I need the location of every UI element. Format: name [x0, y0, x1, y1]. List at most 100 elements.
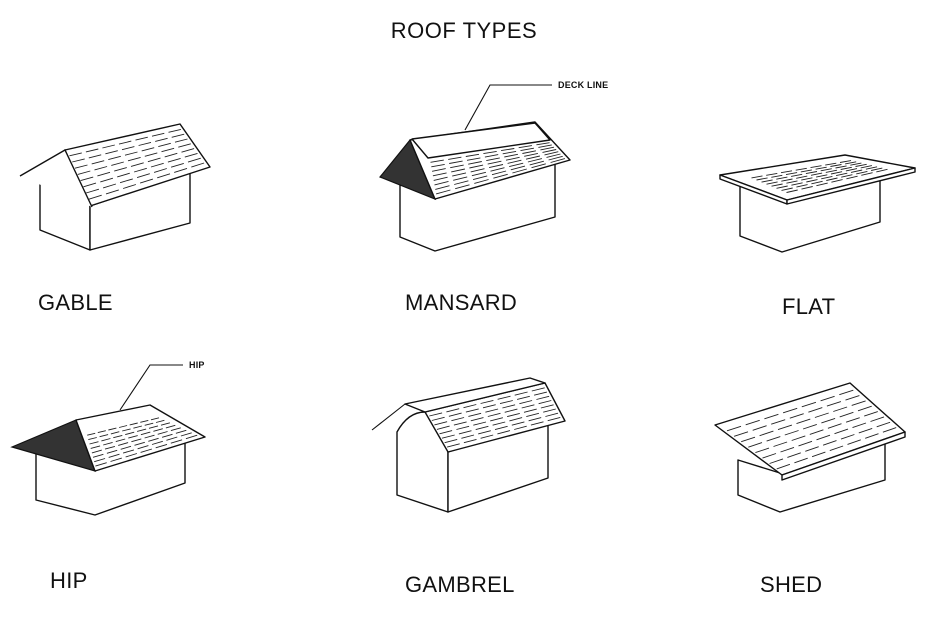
- shingle-course-mark: [482, 404, 496, 409]
- shingle-course-mark: [777, 424, 793, 431]
- shingle-course-mark: [801, 186, 813, 190]
- deck-line-callout: DECK LINE: [558, 80, 609, 90]
- shingle-course-mark: [538, 400, 552, 405]
- shingle-course-mark: [547, 416, 561, 422]
- shingle-course-mark: [766, 181, 778, 185]
- shingle-course-mark: [816, 434, 831, 441]
- shingle-course-mark: [127, 156, 141, 162]
- shingle-course-mark: [148, 437, 159, 442]
- shingle-course-mark: [543, 408, 556, 413]
- shingle-course-mark: [150, 417, 160, 421]
- shingle-course-mark: [511, 421, 525, 426]
- shingle-course-mark: [856, 170, 868, 175]
- shingle-course-mark: [475, 425, 489, 431]
- shingle-course-mark: [480, 434, 494, 439]
- shingle-course-mark: [170, 162, 184, 168]
- shingle-course-mark: [791, 173, 803, 177]
- flat-label: FLAT: [782, 294, 836, 319]
- shingle-course-mark: [105, 189, 119, 195]
- shingle-course-mark: [847, 439, 861, 445]
- shingle-course-mark: [876, 168, 888, 173]
- shingle-course-mark: [463, 438, 477, 444]
- shingle-course-mark: [90, 445, 101, 449]
- shingle-course-mark: [791, 182, 803, 186]
- shingle-course-mark: [858, 427, 873, 434]
- shingle-course-mark: [512, 168, 527, 174]
- shingle-course-mark: [108, 155, 121, 161]
- shingle-course-mark: [773, 441, 788, 447]
- shingle-course-mark: [469, 164, 484, 169]
- shingle-course-mark: [756, 177, 768, 181]
- shingle-course-mark: [759, 430, 774, 437]
- shingle-course-mark: [110, 457, 122, 462]
- shingle-course-mark: [125, 453, 138, 458]
- shingle-course-mark: [103, 441, 113, 446]
- shingle-course-mark: [490, 417, 504, 422]
- shingle-course-mark: [161, 147, 175, 153]
- shingle-course-mark: [77, 170, 91, 175]
- shingle-course-mark: [484, 154, 499, 158]
- shingle-course-mark: [121, 146, 135, 151]
- shingle-course-mark: [504, 153, 518, 158]
- shingle-course-mark: [789, 413, 804, 419]
- shingle-course-mark: [120, 445, 132, 450]
- shingle-course-mark: [444, 438, 458, 444]
- shingle-course-mark: [871, 167, 883, 171]
- shingle-course-mark: [528, 417, 542, 422]
- shingle-course-mark: [454, 180, 469, 185]
- shingle-course-mark: [134, 441, 145, 446]
- shingle-course-mark: [461, 434, 475, 439]
- shingle-course-mark: [148, 425, 159, 429]
- shingle-course-mark: [174, 167, 188, 173]
- shingle-course-mark: [158, 142, 171, 148]
- shingle-course-mark: [468, 161, 482, 165]
- shingle-course-mark: [834, 428, 849, 435]
- shingle-course-mark: [523, 408, 537, 413]
- shingle-course-mark: [493, 173, 508, 179]
- shingle-course-mark: [522, 150, 536, 154]
- shingle-course-mark: [135, 136, 148, 141]
- shingle-course-mark: [485, 408, 499, 413]
- shingle-course-mark: [161, 433, 173, 438]
- shingle-course-mark: [113, 434, 123, 439]
- shingle-course-mark: [452, 172, 467, 177]
- shingle-course-mark: [448, 156, 462, 160]
- shingle-course-mark: [85, 148, 99, 153]
- shingle-course-mark: [826, 177, 838, 181]
- shingle-course-mark: [830, 171, 843, 175]
- shingle-course-mark: [540, 404, 554, 409]
- shingle-course-mark: [72, 158, 85, 163]
- shingle-course-mark: [165, 424, 176, 429]
- shingle-course-mark: [480, 399, 494, 404]
- shingle-course-mark: [448, 412, 462, 417]
- shingle-course-mark: [845, 417, 860, 423]
- shingle-course-mark: [745, 419, 760, 426]
- shingle-course-mark: [516, 395, 530, 400]
- shingle-course-mark: [502, 150, 517, 155]
- shingle-course-mark: [780, 170, 793, 174]
- gambrel-house-illustration: [371, 377, 566, 513]
- shingle-course-mark: [151, 440, 163, 445]
- shingle-course-mark: [105, 150, 118, 155]
- shingle-course-mark: [806, 179, 818, 183]
- shingle-course-mark: [771, 174, 783, 178]
- shingle-course-mark: [784, 430, 799, 436]
- shingle-course-mark: [140, 448, 153, 453]
- shingle-course-mark: [514, 425, 527, 430]
- shingle-course-mark: [825, 162, 837, 166]
- shingle-course-mark: [139, 178, 154, 184]
- shingle-course-mark: [504, 408, 518, 413]
- shingle-course-mark: [761, 179, 773, 183]
- shingle-course-mark: [741, 436, 756, 443]
- shingle-course-mark: [816, 182, 828, 187]
- hip-leader: [119, 364, 183, 411]
- shingle-course-mark: [764, 413, 779, 420]
- shingle-course-mark: [119, 178, 133, 184]
- shingle-course-mark: [153, 428, 163, 432]
- shingle-course-mark: [451, 168, 465, 173]
- shingle-course-mark: [95, 462, 107, 467]
- shingle-course-mark: [478, 430, 491, 435]
- shingle-course-mark: [490, 167, 505, 172]
- shingle-course-mark: [446, 443, 460, 448]
- shingle-course-mark: [171, 133, 185, 138]
